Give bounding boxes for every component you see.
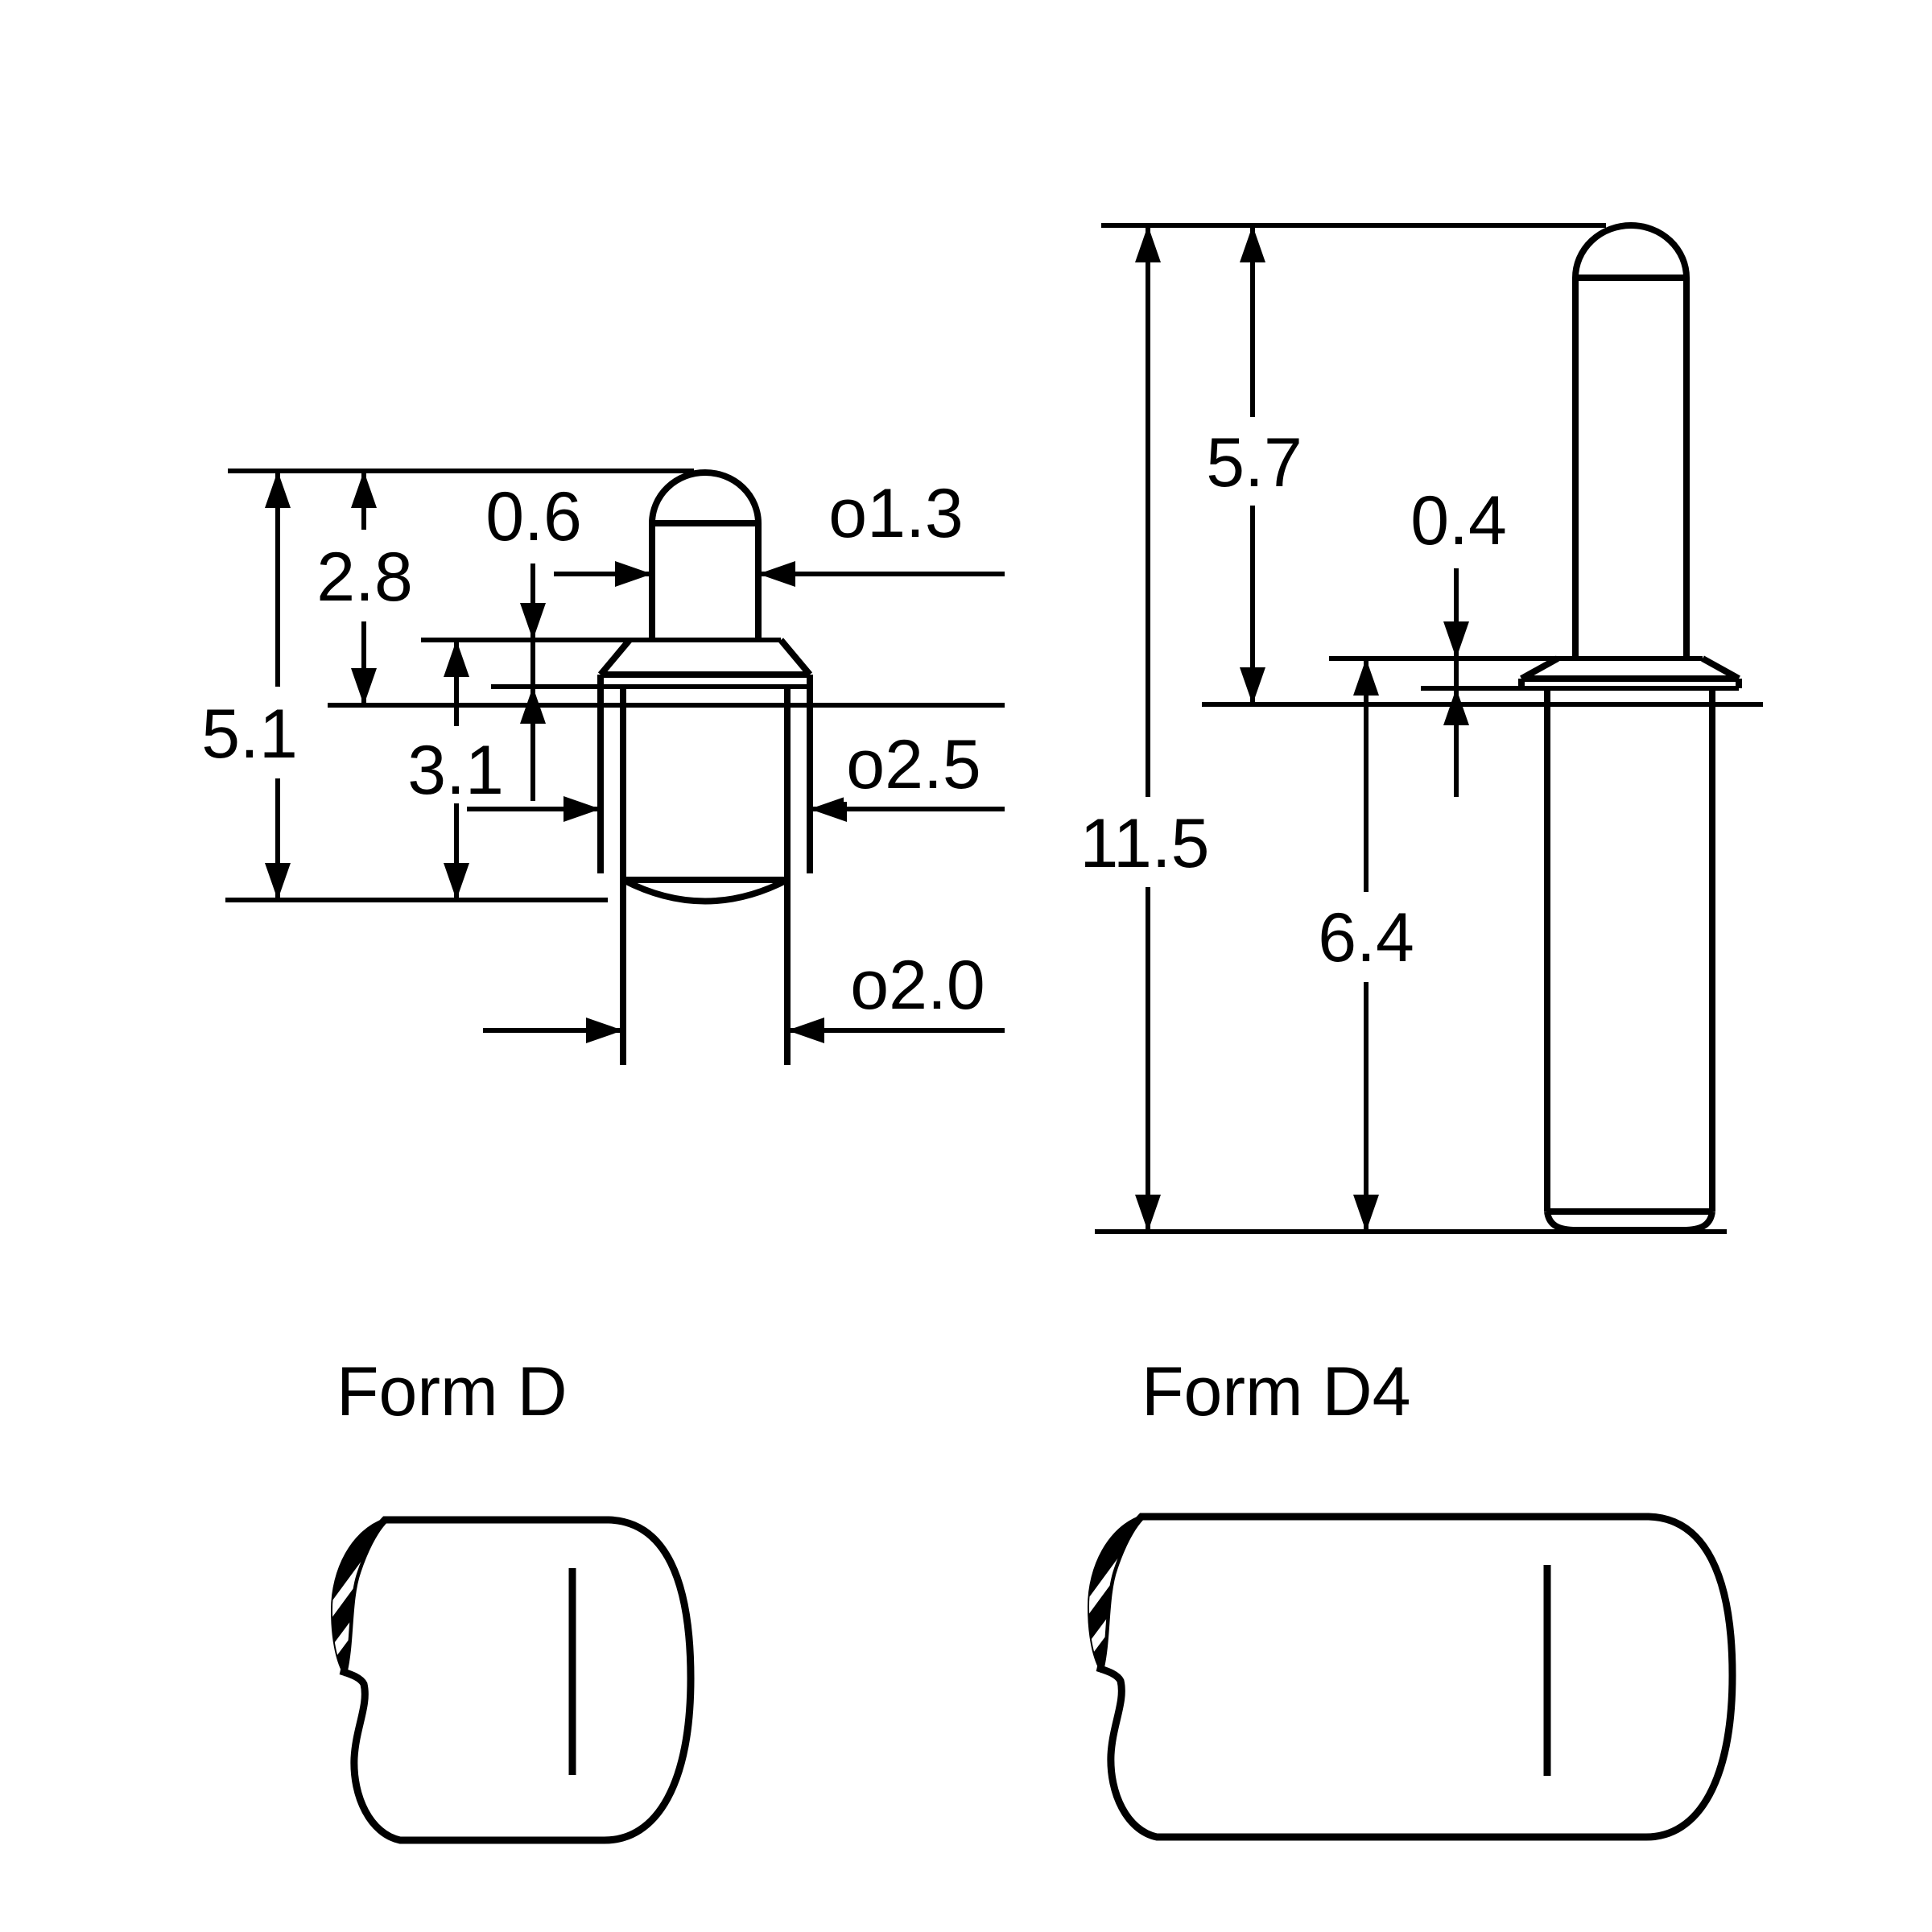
dim-label-0-4: 0.4 <box>1410 482 1507 559</box>
arrow-left-dia2-0 <box>787 1018 824 1043</box>
arrow-down-5-1 <box>265 863 291 900</box>
arrow-right-dia1-3 <box>615 561 652 587</box>
dim-label-5-1: 5.1 <box>201 696 298 773</box>
arrow-right-dia2-0 <box>586 1018 623 1043</box>
form-titles: Form D Form D4 <box>336 1353 1410 1430</box>
dimension-labels: 5.1 2.8 3.1 0.6 o1.3 o2.5 o2.0 11.5 5.7 … <box>201 424 1507 1024</box>
label-bg <box>1310 892 1422 982</box>
side-view-arrowheads <box>265 471 847 1043</box>
label-bg <box>848 939 988 1022</box>
arrow-up-5-7 <box>1240 225 1265 262</box>
plunger-dome <box>649 469 762 524</box>
cone-slant-right <box>778 638 813 677</box>
dim-label-5-7: 5.7 <box>1206 424 1302 502</box>
label-backgrounds <box>192 417 1515 1022</box>
arrow-down-11-5 <box>1135 1195 1161 1232</box>
label-bg <box>480 481 588 559</box>
label-bg <box>1071 797 1219 887</box>
arrow-left-dia2-5 <box>810 796 847 822</box>
flange-chamfer-right <box>1701 655 1740 682</box>
side-view-reference-lines <box>225 469 1005 902</box>
arrow-down-2-8 <box>351 668 377 705</box>
label-bg <box>826 467 966 551</box>
label-bg <box>307 530 423 621</box>
pin-view-outline <box>1518 222 1742 1233</box>
arrow-up-0-4 <box>1443 688 1469 725</box>
arrow-up-6-4 <box>1353 658 1379 696</box>
pin-view-dimension-lines <box>1146 225 1459 1232</box>
form-d4-title: Form D4 <box>1141 1353 1410 1430</box>
arrow-up-0-6 <box>520 687 546 724</box>
pin-dome <box>1572 222 1690 279</box>
arrow-up-11-5 <box>1135 225 1161 262</box>
side-view-outline <box>597 469 813 1065</box>
arrow-down-0-6 <box>520 603 546 640</box>
thread-runout-arc <box>621 877 789 905</box>
cone-slant-left <box>597 638 633 677</box>
pin-view-arrowheads <box>1135 225 1469 1232</box>
form-d-body-outline <box>339 1516 695 1844</box>
dim-label-dia-2-5: o2.5 <box>846 726 980 803</box>
arrow-up-5-1 <box>265 471 291 508</box>
arrow-up-2-8 <box>351 471 377 508</box>
flange-chamfer-left <box>1520 655 1559 682</box>
arrow-down-6-4 <box>1353 1195 1379 1232</box>
tip-form-d <box>330 1516 695 1844</box>
arrow-left-dia1-3 <box>758 561 795 587</box>
dim-label-3-1: 3.1 <box>407 732 504 809</box>
dim-label-2-8: 2.8 <box>316 539 413 616</box>
dim-label-0-6: 0.6 <box>485 478 582 555</box>
label-bg <box>192 687 308 778</box>
form-d-title: Form D <box>336 1353 568 1430</box>
arrow-down-5-7 <box>1240 667 1265 704</box>
arrow-down-3-1 <box>444 863 469 900</box>
label-bg <box>844 718 984 802</box>
label-bg <box>396 726 517 803</box>
dim-label-dia-2-0: o2.0 <box>850 947 985 1024</box>
label-bg <box>1198 417 1311 506</box>
form-d4-body-outline <box>1096 1513 1736 1841</box>
pin-view-reference-lines <box>1095 223 1763 1234</box>
dim-label-dia-1-3: o1.3 <box>828 475 963 552</box>
label-bg <box>1402 475 1515 564</box>
dim-label-11-5: 11.5 <box>1080 805 1210 882</box>
arrow-right-dia2-5 <box>564 796 601 822</box>
arrow-down-0-4 <box>1443 621 1469 658</box>
arrow-up-3-1 <box>444 640 469 677</box>
tip-form-d4 <box>1087 1513 1736 1841</box>
dim-label-6-4: 6.4 <box>1318 899 1414 976</box>
